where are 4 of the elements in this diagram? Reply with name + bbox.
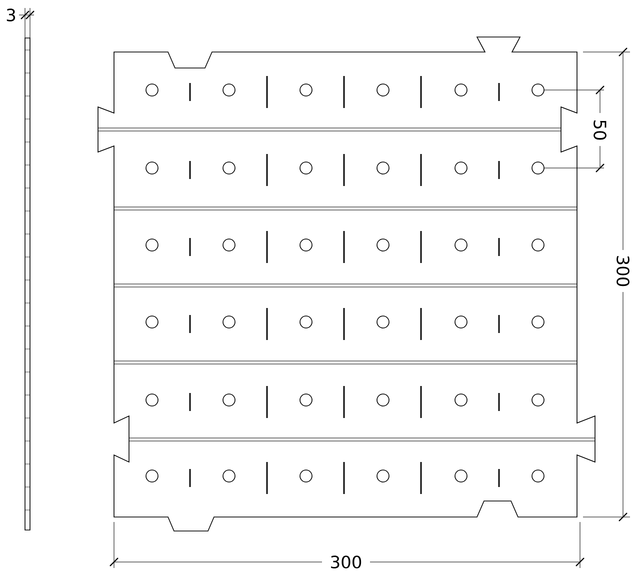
dimension-text: 300 [616,256,630,286]
dimension-text: 3 [6,8,16,22]
dimension-text: 50 [594,120,606,140]
dimension-text: 300 [331,556,362,568]
